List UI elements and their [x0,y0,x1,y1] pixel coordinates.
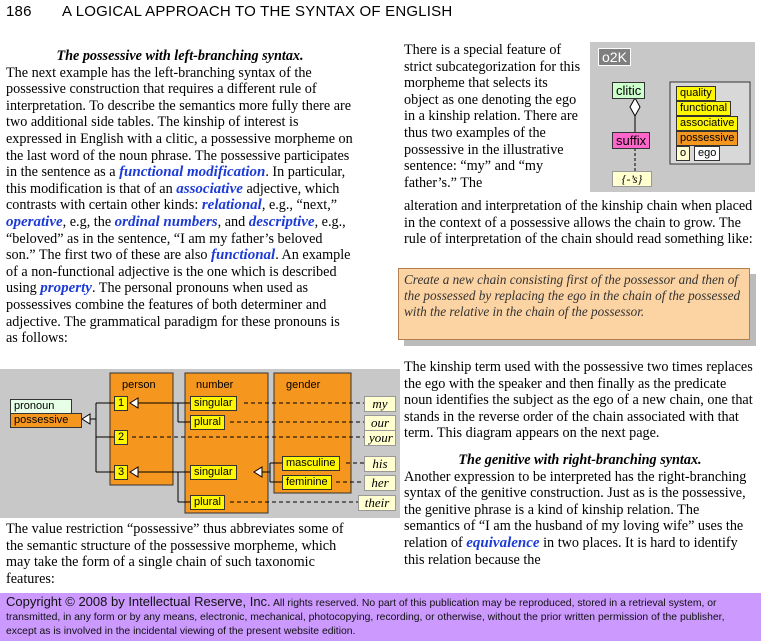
node-person-3: 3 [114,465,129,480]
column-label-number: number [196,379,234,391]
word-my: my [364,396,396,412]
keyword-associative[interactable]: associative [176,180,243,197]
node-suffix: suffix [612,132,651,149]
node-person-1: 1 [114,396,129,411]
copyright-notice: Copyright © 2008 by Intellectual Reserve… [6,594,271,609]
keyword-descriptive[interactable]: descriptive [248,213,315,230]
right-lower-text: The kinship term used with the possessiv… [404,359,756,568]
paragraph-text: in two places. It is hard to identify th… [404,534,738,568]
node-feminine: feminine [282,475,332,490]
paragraph-text: , e.g., “next,” [261,197,338,214]
paragraph-text: The next example has the left-branching … [6,64,353,181]
paragraph-right-mid: alteration and interpretation of the kin… [404,198,753,248]
keyword-functional[interactable]: functional [211,247,276,264]
node-singular-1: singular [190,396,237,411]
o2k-title: o2K [598,48,631,66]
keyword-equivalence[interactable]: equivalence [466,534,540,551]
tag-functional: functional [676,101,732,116]
node-clitic: clitic [612,82,646,99]
paragraph-text: , and [217,213,249,230]
node-plural-3: plural [190,495,225,510]
keyword-ordinal-numbers[interactable]: ordinal numbers [114,213,218,230]
node-masculine: masculine [282,456,340,471]
tag-possessive: possessive [676,131,739,146]
paragraph-bottom-left: The value restriction “possessive” thus … [6,521,344,587]
section-heading-possessive: The possessive with left-branching synta… [56,48,304,64]
left-column-text: The possessive with left-branching synta… [6,48,354,347]
word-his: his [364,456,396,472]
node-person-2: 2 [114,430,129,445]
node-pronoun: pronoun [10,399,72,414]
paragraph-text: . In particular, this modification is th… [6,164,346,197]
tag-o: o [676,146,691,161]
book-title: A LOGICAL APPROACH TO THE SYNTAX OF ENGL… [62,3,453,20]
o2k-diagram: o2K clitic suffix {-’s} quality function… [590,42,755,192]
paragraph-text: , e.g., “beloved” as in the sentence, “I… [6,213,346,264]
paragraph-text: , e.g, the [62,213,115,230]
paragraph-text: . The personal pronouns when used as pos… [6,280,340,347]
column-label-person: person [122,379,156,391]
paragraph-text: . An example of a non-functional adjecti… [6,247,351,297]
node-plural-1: plural [190,415,225,430]
keyword-functional-modification[interactable]: functional modification [119,164,266,181]
node-possessive: possessive [10,413,82,428]
word-their: their [358,495,396,511]
section-heading-genitive: The genitive with right-branching syntax… [458,451,702,468]
paragraph-text: Another expression to be interpreted has… [404,468,747,551]
word-her: her [364,475,396,491]
node-singular-3: singular [190,465,237,480]
tag-associative: associative [676,116,739,131]
pronoun-paradigm-diagram: person number gender pronoun possessive … [0,369,400,518]
paragraph-text: adjective, which contrasts with certain … [6,180,340,214]
copyright-footer: Copyright © 2008 by Intellectual Reserve… [0,593,761,641]
tag-quality: quality [676,86,716,101]
node-s-morpheme: {-’s} [612,171,652,187]
rule-callout: Create a new chain consisting first of t… [398,268,750,340]
keyword-relational[interactable]: relational [201,197,262,214]
word-your: your [364,430,396,446]
page-header: 186 A LOGICAL APPROACH TO THE SYNTAX OF E… [6,3,452,20]
keyword-operative[interactable]: operative [6,213,63,230]
page-number: 186 [6,3,32,20]
tag-ego: ego [694,146,721,161]
paragraph-kinship: The kinship term used with the possessiv… [404,359,753,442]
word-our: our [364,415,396,431]
column-label-gender: gender [286,379,321,391]
keyword-property[interactable]: property [40,280,92,297]
rights-notice: All rights reserved. No part of this pub… [6,598,725,637]
paragraph-right-top: There is a special feature of strict sub… [404,42,581,191]
